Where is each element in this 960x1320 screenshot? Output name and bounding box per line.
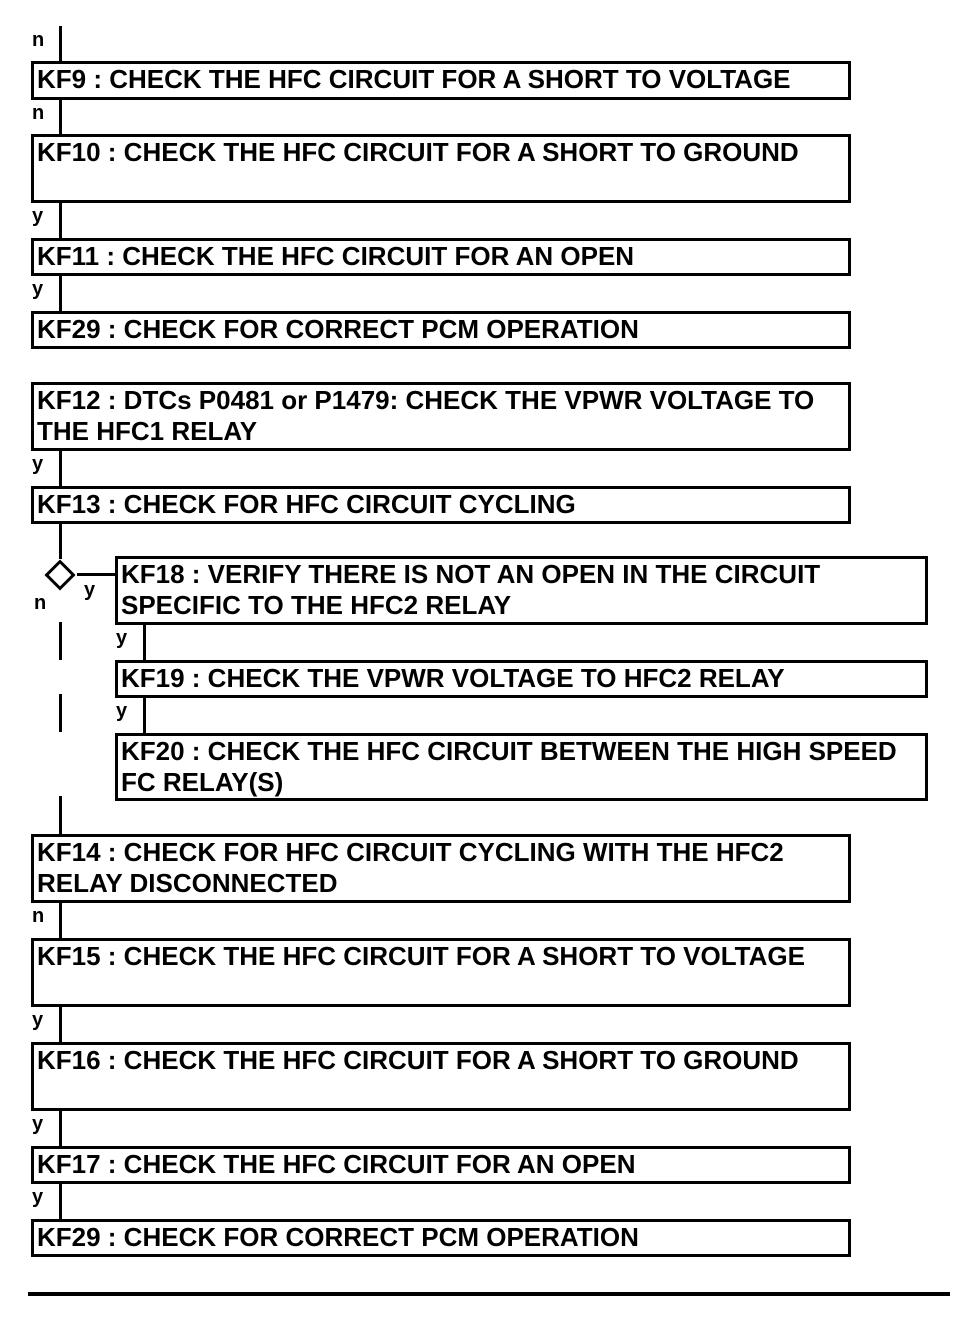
step-kf14[interactable]: KF14 : CHECK FOR HFC CIRCUIT CYCLING WIT… (31, 834, 851, 903)
step-kf17[interactable]: KF17 : CHECK THE HFC CIRCUIT FOR AN OPEN (31, 1146, 851, 1184)
branch-label-kf10-y: y (32, 205, 44, 227)
connector-kf12-kf13 (59, 451, 62, 486)
connector-kf10-kf11 (59, 203, 62, 238)
connector-kf15-kf16 (59, 1007, 62, 1042)
branch-label-kf17-y: y (32, 1186, 44, 1208)
step-kf12[interactable]: KF12 : DTCs P0481 or P1479: CHECK THE VP… (31, 382, 851, 451)
branch-label-decision-y: y (84, 579, 96, 601)
branch-label-top-n: n (32, 29, 45, 51)
connector-decision-kf18 (77, 573, 117, 576)
step-kf13[interactable]: KF13 : CHECK FOR HFC CIRCUIT CYCLING (31, 486, 851, 524)
step-kf18[interactable]: KF18 : VERIFY THERE IS NOT AN OPEN IN TH… (115, 556, 928, 625)
branch-label-kf11-y: y (32, 278, 44, 300)
step-kf20[interactable]: KF20 : CHECK THE HFC CIRCUIT BETWEEN THE… (115, 733, 928, 801)
step-kf15[interactable]: KF15 : CHECK THE HFC CIRCUIT FOR A SHORT… (31, 938, 851, 1007)
step-kf10[interactable]: KF10 : CHECK THE HFC CIRCUIT FOR A SHORT… (31, 134, 851, 203)
branch-label-kf15-y: y (32, 1009, 44, 1031)
branch-label-kf18-y: y (116, 627, 128, 649)
connector-decision-n-seg3 (59, 796, 62, 834)
branch-label-kf14-n: n (32, 905, 45, 927)
step-kf29-second[interactable]: KF29 : CHECK FOR CORRECT PCM OPERATION (31, 1219, 851, 1257)
connector-kf17-kf29 (59, 1184, 62, 1219)
connector-kf16-kf17 (59, 1111, 62, 1146)
connector-kf18-kf19 (143, 625, 146, 660)
step-kf19[interactable]: KF19 : CHECK THE VPWR VOLTAGE TO HFC2 RE… (115, 660, 928, 698)
connector-decision-n-seg1 (59, 622, 62, 660)
branch-label-decision-n: n (34, 592, 47, 614)
connector-kf9-kf10 (59, 100, 62, 134)
connector-kf13-decision (59, 524, 62, 559)
connector-kf14-kf15 (59, 903, 62, 938)
decision-diamond (44, 559, 76, 591)
connector-top (59, 26, 62, 62)
branch-label-kf19-y: y (116, 700, 128, 722)
branch-label-kf16-y: y (32, 1113, 44, 1135)
step-kf16[interactable]: KF16 : CHECK THE HFC CIRCUIT FOR A SHORT… (31, 1042, 851, 1111)
branch-label-kf12-y: y (32, 453, 44, 475)
connector-kf19-kf20 (143, 698, 146, 733)
bottom-divider (28, 1292, 950, 1296)
connector-kf11-kf29 (59, 276, 62, 311)
step-kf11[interactable]: KF11 : CHECK THE HFC CIRCUIT FOR AN OPEN (31, 238, 851, 276)
step-kf9[interactable]: KF9 : CHECK THE HFC CIRCUIT FOR A SHORT … (31, 61, 851, 100)
branch-label-kf9-n: n (32, 102, 45, 124)
step-kf29-first[interactable]: KF29 : CHECK FOR CORRECT PCM OPERATION (31, 311, 851, 349)
connector-decision-n-seg2 (59, 694, 62, 732)
